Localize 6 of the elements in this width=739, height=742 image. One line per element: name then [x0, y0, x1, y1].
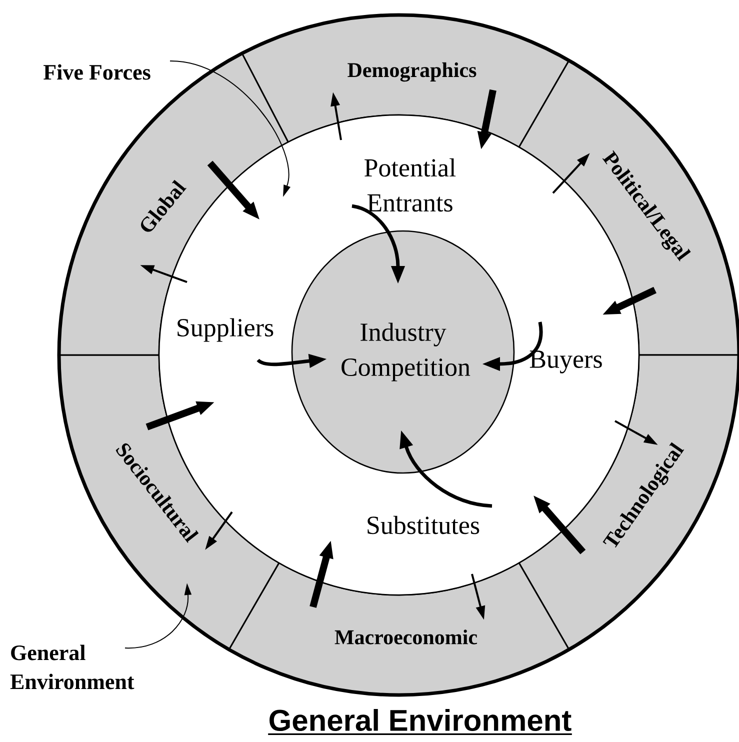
ring-segment: Macroeconomic [228, 562, 570, 696]
caption: General Environment [268, 709, 572, 736]
force-label: Suppliers [178, 318, 274, 342]
ring-segment: Demographics [241, 14, 570, 148]
force-label: Potential Entrants [364, 158, 456, 212]
force-label: Substitutes [368, 516, 480, 534]
